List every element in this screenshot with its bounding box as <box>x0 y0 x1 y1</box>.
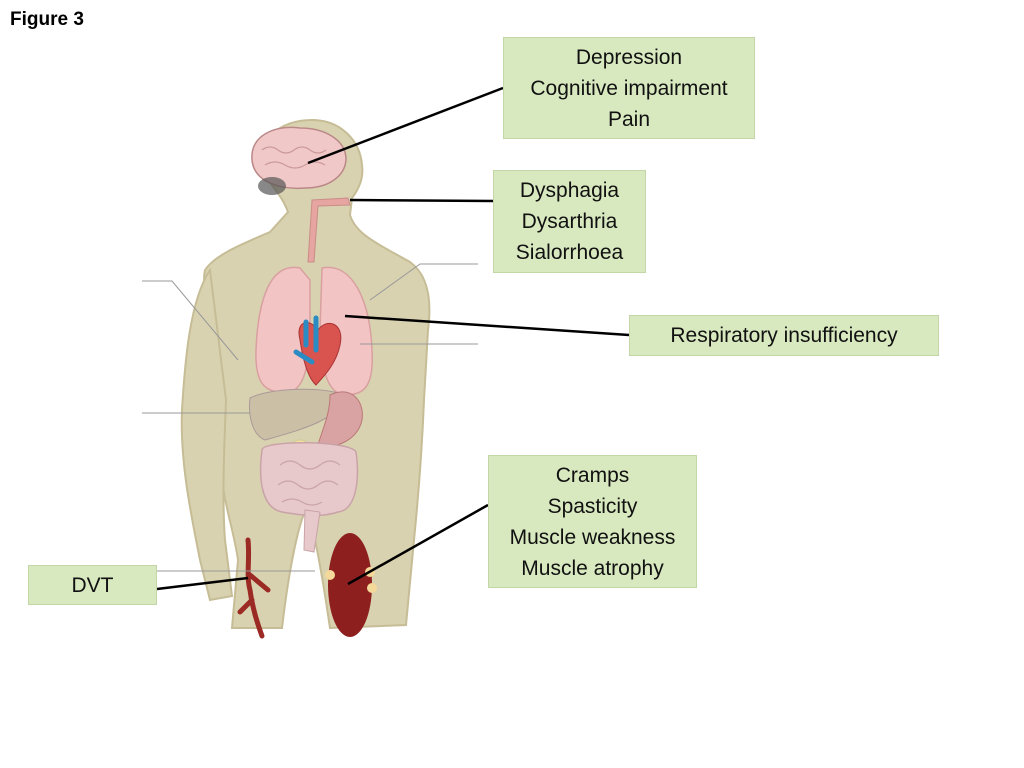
leader-dvt <box>156 576 249 591</box>
thigh-muscle <box>328 533 372 637</box>
callout-bulbar-line-2: Dysarthria <box>521 210 618 233</box>
callout-cns-line-1: Depression <box>575 45 683 69</box>
left-arm <box>180 267 234 602</box>
liver <box>249 388 346 441</box>
leader-muscle <box>347 503 489 586</box>
heart-vessels <box>293 315 319 365</box>
callout-dvt-line-1: DVT <box>71 573 114 597</box>
callout-muscle-line-2: Spasticity <box>547 494 638 518</box>
callout-cns-line-2: Cognitive impairment <box>530 76 728 100</box>
esophagus <box>307 197 351 263</box>
callout-bulbar-line-3: Sialorrhoea <box>515 241 624 264</box>
callout-muscle-symptoms: Cramps Spasticity Muscle weakness Muscle… <box>488 455 697 588</box>
muscle-fat-1 <box>325 570 335 580</box>
muscle-fat-3 <box>367 583 377 593</box>
intestine-coils <box>277 460 341 506</box>
callout-bulbar-symptoms: Dysphagia Dysarthria Sialorrhoea <box>493 170 646 273</box>
leg-vein <box>237 537 271 639</box>
callout-bulbar-line-1: Dysphagia <box>519 179 620 202</box>
callout-cns-line-3: Pain <box>607 107 651 131</box>
leader-cns <box>307 86 504 165</box>
gray-pointer-lines <box>142 263 478 572</box>
figure-title: Figure 3 <box>10 9 84 30</box>
leader-respiratory <box>344 314 630 337</box>
brain-folds <box>261 146 327 169</box>
callout-dvt: DVT <box>28 565 157 605</box>
callout-muscle-line-4: Muscle atrophy <box>521 556 664 580</box>
callout-respiratory-line-1: Respiratory insufficiency <box>670 324 898 347</box>
callout-muscle-line-1: Cramps <box>555 463 630 487</box>
callout-cns-symptoms: Depression Cognitive impairment Pain <box>503 37 755 139</box>
callout-muscle-line-3: Muscle weakness <box>509 525 676 549</box>
callout-respiratory-symptoms: Respiratory insufficiency <box>629 315 939 356</box>
heart <box>298 322 342 386</box>
stomach <box>317 391 363 447</box>
leader-bulbar <box>349 198 494 203</box>
cerebellum <box>258 177 286 195</box>
rectum <box>303 509 321 553</box>
